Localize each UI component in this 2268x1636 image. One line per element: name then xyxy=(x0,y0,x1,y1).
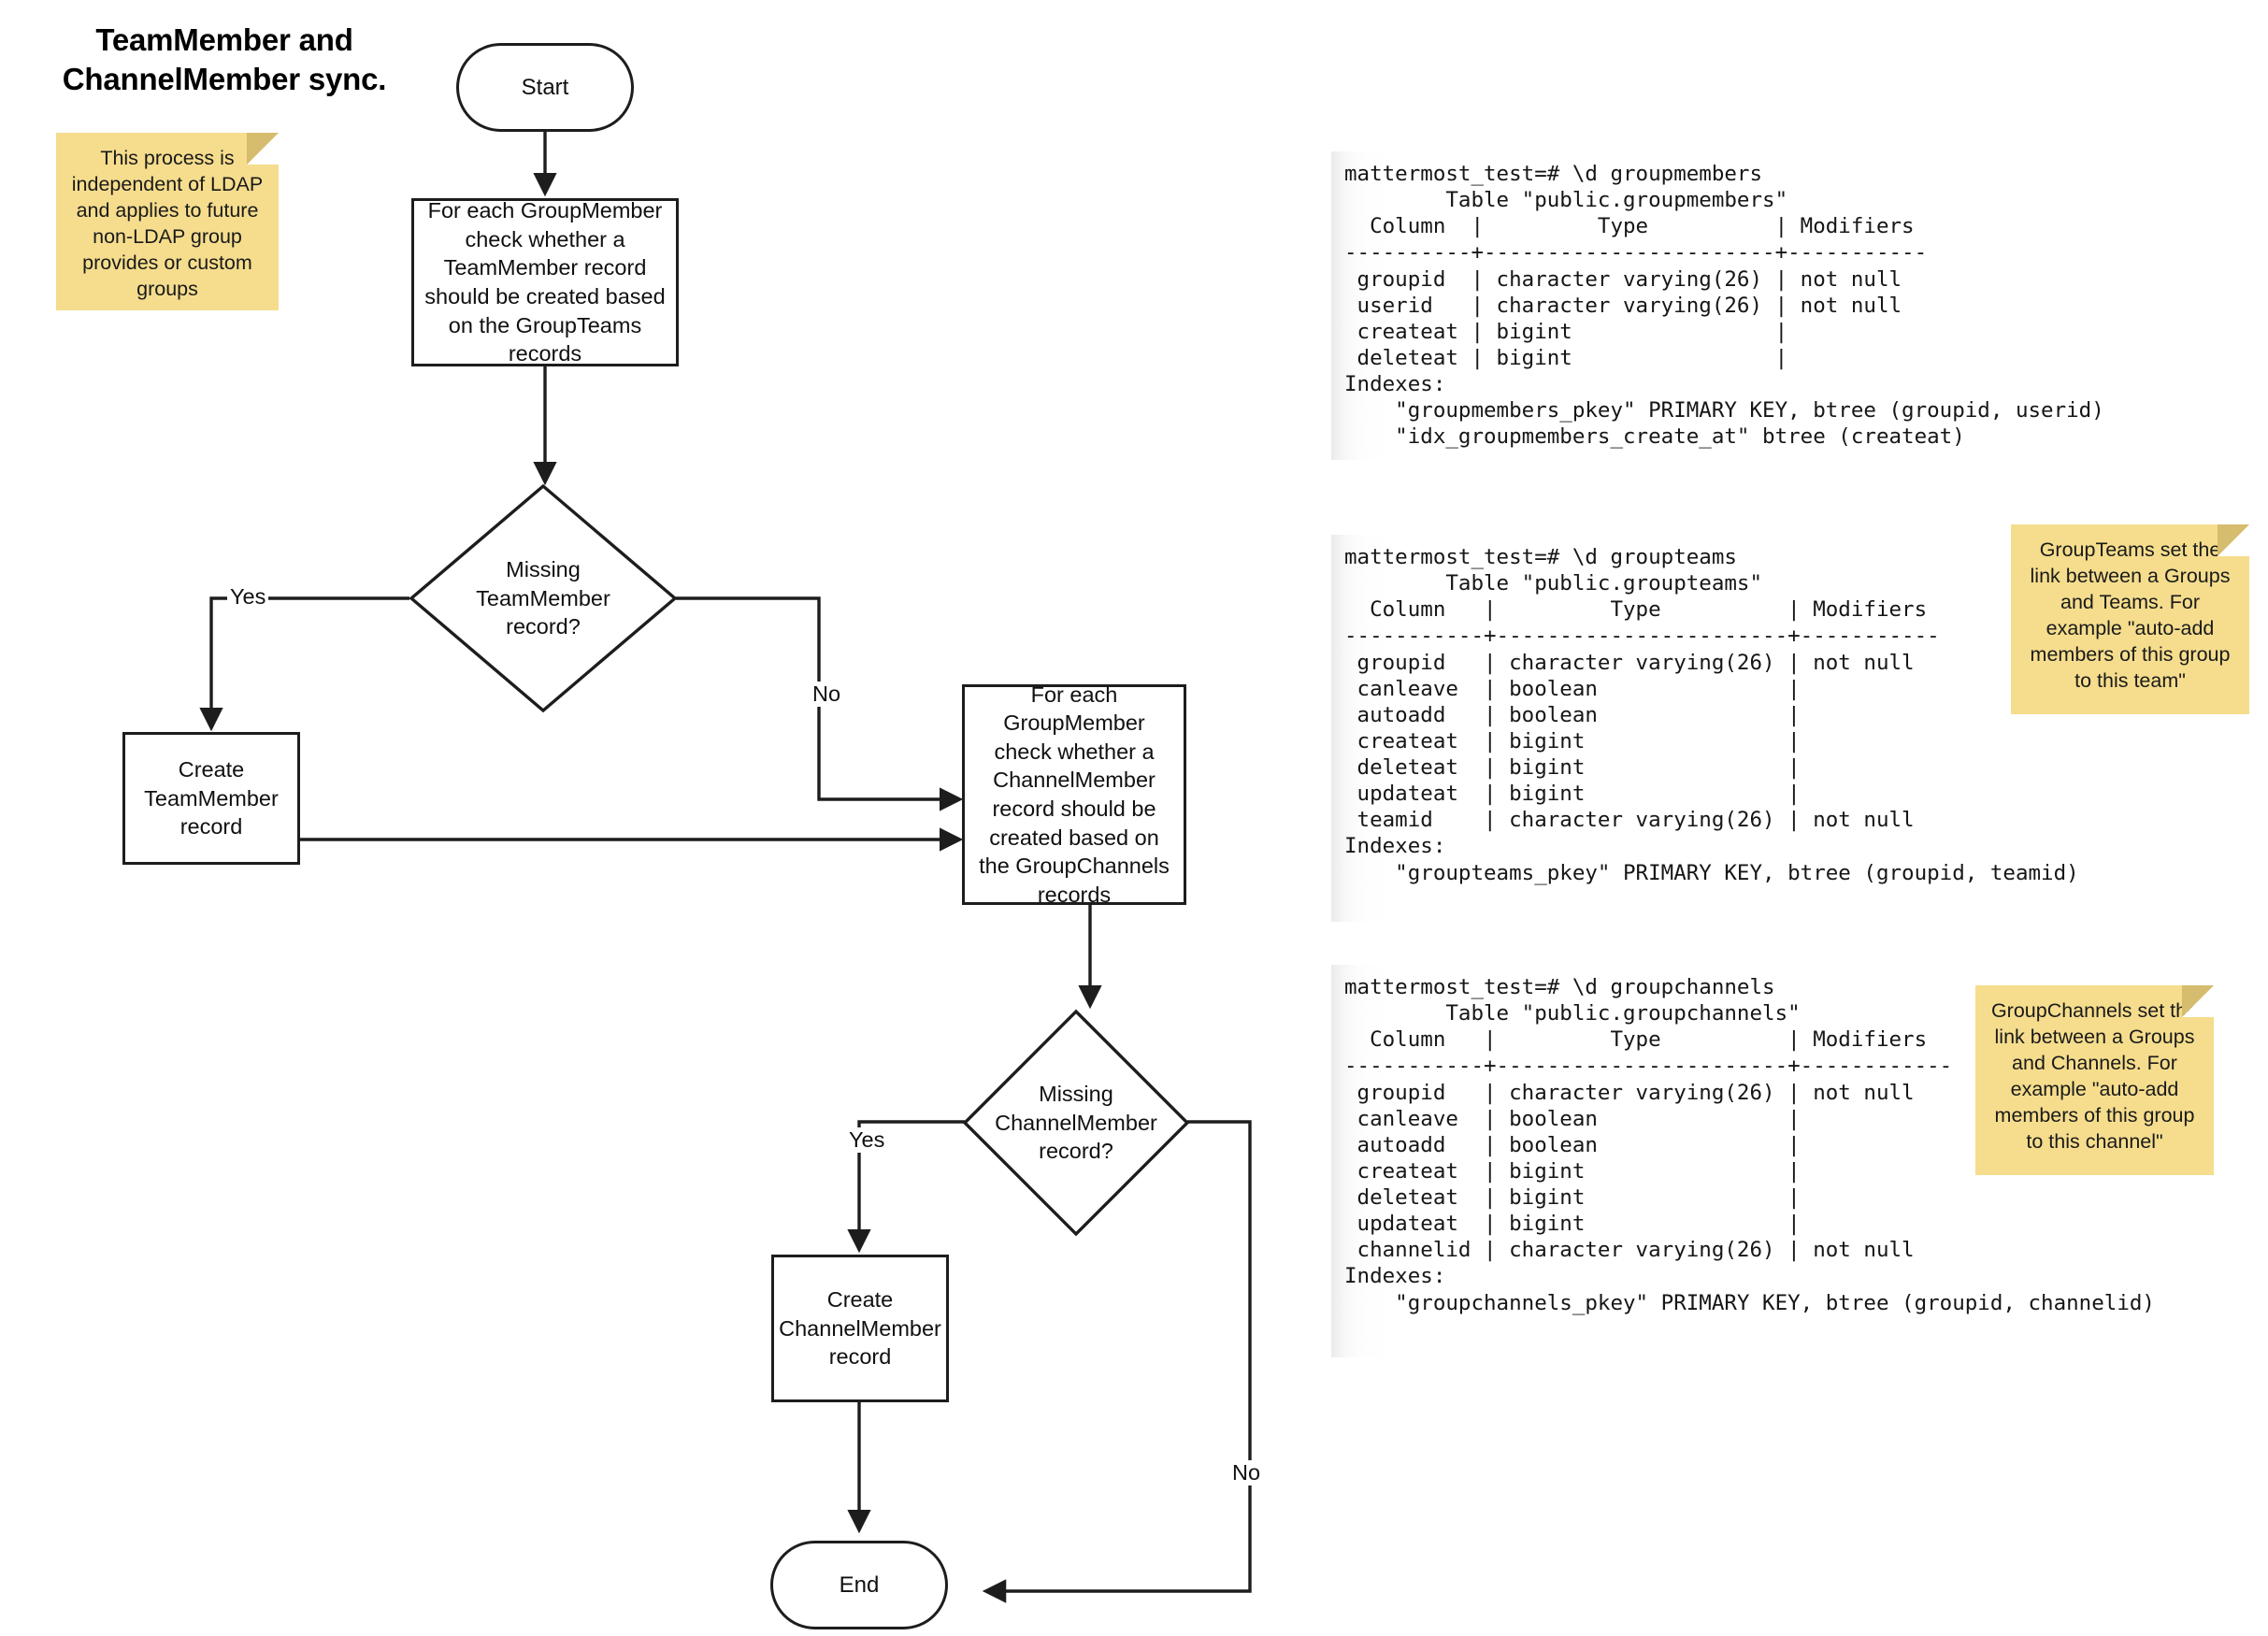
flow-node-check-teammember[interactable]: For each GroupMember check whether a Tea… xyxy=(411,198,679,366)
flow-node-check-channelmember[interactable]: For each GroupMember check whether a Cha… xyxy=(962,682,1186,907)
sticky-note-groupchannels: GroupChannels set the link between a Gro… xyxy=(1975,985,2214,1175)
edge-label-channelmember-yes: Yes xyxy=(846,1127,888,1153)
sticky-fold-icon xyxy=(247,133,279,165)
flow-node-end-label: End xyxy=(839,1571,880,1598)
flow-node-create-channelmember[interactable]: Create ChannelMember record xyxy=(771,1255,949,1402)
page-title-line-2: ChannelMember sync. xyxy=(62,62,387,97)
sticky-note-ldap: This process is independent of LDAP and … xyxy=(56,133,279,310)
flow-node-check-channelmember-label: For each GroupMember check whether a Cha… xyxy=(979,682,1170,907)
edge-label-channelmember-no: No xyxy=(1229,1460,1264,1485)
flow-node-decision-channelmember[interactable]: Missing ChannelMember record? xyxy=(962,1009,1190,1237)
edge-label-teammember-no: No xyxy=(810,682,844,707)
flow-node-create-teammember[interactable]: Create TeamMember record xyxy=(122,732,300,865)
sticky-note-groupteams: GroupTeams set the link between a Groups… xyxy=(2011,524,2249,714)
page-title-line-1: TeamMember and xyxy=(95,22,353,57)
flow-node-create-teammember-label: Create TeamMember record xyxy=(144,757,279,840)
flow-node-decision-teammember-label: Missing TeamMember record? xyxy=(476,557,610,639)
sticky-note-groupchannels-text: GroupChannels set the link between a Gro… xyxy=(1990,999,2199,1153)
flow-node-check-teammember-label: For each GroupMember check whether a Tea… xyxy=(424,198,666,366)
terminal-block-groupteams: mattermost_test=# \d groupteams Table "p… xyxy=(1331,535,2079,922)
flow-node-start[interactable]: Start xyxy=(456,43,634,132)
flow-node-decision-channelmember-label: Missing ChannelMember record? xyxy=(995,1082,1157,1164)
edge-label-teammember-yes: Yes xyxy=(227,584,269,610)
flow-node-start-label: Start xyxy=(521,74,569,100)
sticky-note-groupteams-text: GroupTeams set the link between a Groups… xyxy=(2030,538,2231,692)
flow-node-create-channelmember-label: Create ChannelMember record xyxy=(779,1287,941,1370)
flow-node-decision-teammember[interactable]: Missing TeamMember record? xyxy=(409,483,678,713)
edge-decision-team-yes xyxy=(199,596,409,732)
terminal-block-groupmembers: mattermost_test=# \d groupmembers Table … xyxy=(1331,151,2104,460)
sticky-fold-icon xyxy=(2182,985,2214,1017)
page-title: TeamMember and ChannelMember sync. xyxy=(56,21,393,99)
sticky-note-ldap-text: This process is independent of LDAP and … xyxy=(71,147,264,300)
sticky-fold-icon xyxy=(2218,524,2249,556)
flow-node-end[interactable]: End xyxy=(770,1541,948,1629)
terminal-block-groupchannels: mattermost_test=# \d groupchannels Table… xyxy=(1331,965,2155,1357)
